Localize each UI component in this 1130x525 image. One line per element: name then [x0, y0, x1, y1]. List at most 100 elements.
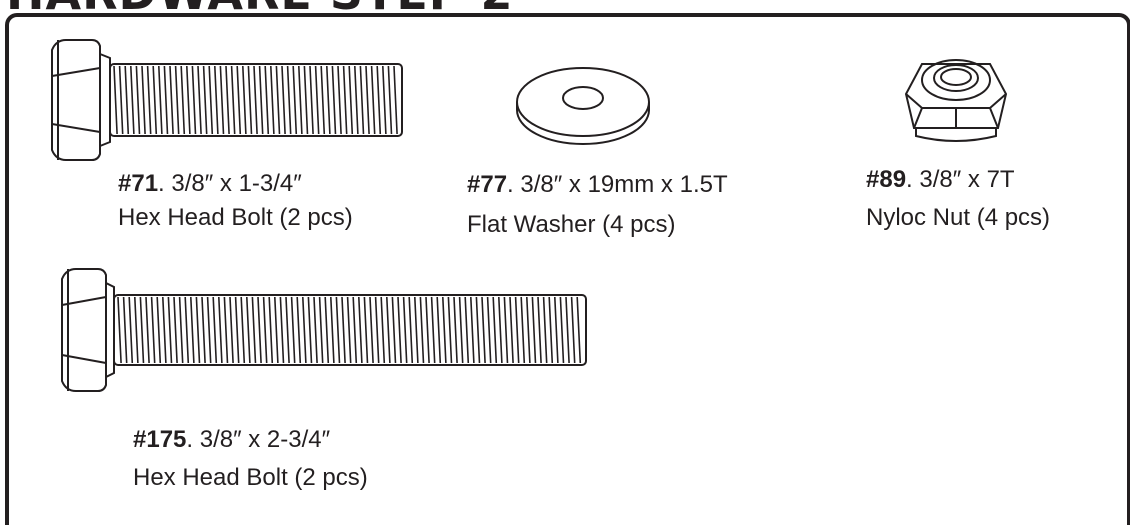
- thread-line: [163, 65, 169, 135]
- thread-line: [219, 65, 225, 135]
- thread-line: [268, 296, 274, 364]
- thread-line: [195, 296, 201, 364]
- thread-line: [208, 65, 214, 135]
- thread-line: [113, 65, 118, 135]
- thread-line: [173, 296, 178, 364]
- thread-line: [380, 296, 386, 364]
- thread-line: [134, 296, 139, 364]
- thread-line: [358, 296, 363, 364]
- thread-line: [414, 296, 419, 364]
- thread-line: [178, 296, 184, 364]
- thread-line: [206, 296, 212, 364]
- thread-line: [262, 296, 268, 364]
- thread-line: [247, 65, 253, 135]
- thread-line: [393, 65, 398, 135]
- thread-line: [391, 296, 397, 364]
- thread-line: [374, 296, 380, 364]
- thread-line: [352, 296, 358, 364]
- thread-line: [348, 65, 354, 135]
- flat-washer-icon: [516, 67, 650, 145]
- part-71-spec: #71. 3/8″ x 1-3/4″: [118, 167, 353, 201]
- thread-line: [302, 296, 307, 364]
- thread-line: [419, 296, 425, 364]
- thread-line: [326, 65, 331, 135]
- thread-line: [537, 296, 542, 364]
- thread-line: [503, 296, 509, 364]
- thread-line: [498, 296, 503, 364]
- hex-bolt-long-icon: [61, 268, 587, 392]
- thread-line: [520, 296, 526, 364]
- part-71-caption: #71. 3/8″ x 1-3/4″ Hex Head Bolt (2 pcs): [118, 167, 353, 235]
- thread-line: [370, 65, 376, 135]
- thread-line: [324, 296, 330, 364]
- page-title: HARDWARE STEP 2: [6, 0, 514, 16]
- part-89-caption: #89. 3/8″ x 7T Nyloc Nut (4 pcs): [866, 163, 1050, 235]
- thread-line: [509, 296, 514, 364]
- thread-line: [258, 65, 264, 135]
- part-89-spec: #89. 3/8″ x 7T: [866, 163, 1050, 197]
- thread-line: [436, 296, 442, 364]
- part-size: . 3/8″ x 19mm x 1.5T: [507, 171, 728, 198]
- thread-line: [146, 65, 152, 135]
- thread-line: [313, 296, 318, 364]
- thread-line: [118, 65, 124, 135]
- part-size: . 3/8″ x 2-3/4″: [186, 426, 331, 453]
- thread-line: [492, 296, 498, 364]
- thread-line: [225, 65, 230, 135]
- thread-line: [190, 296, 195, 364]
- thread-line: [292, 65, 298, 135]
- thread-line: [408, 296, 414, 364]
- thread-line: [240, 296, 246, 364]
- part-size: . 3/8″ x 7T: [906, 166, 1015, 193]
- thread-line: [141, 65, 146, 135]
- thread-line: [286, 65, 292, 135]
- thread-line: [369, 296, 374, 364]
- thread-line: [167, 296, 173, 364]
- thread-line: [117, 296, 122, 364]
- thread-line: [257, 296, 262, 364]
- thread-line: [130, 65, 135, 135]
- thread-line: [382, 65, 387, 135]
- thread-line: [296, 296, 302, 364]
- part-number: #71: [118, 170, 159, 197]
- thread-line: [559, 296, 565, 364]
- thread-line: [363, 296, 369, 364]
- thread-line: [526, 296, 531, 364]
- thread-line: [548, 296, 554, 364]
- thread-line: [150, 296, 156, 364]
- thread-line: [158, 65, 163, 135]
- thread-line: [458, 296, 464, 364]
- thread-line: [124, 65, 130, 135]
- part-name: Hex Head Bolt (2 pcs): [133, 464, 368, 491]
- thread-line: [330, 296, 335, 364]
- thread-line: [191, 65, 197, 135]
- part-77-spec: #77. 3/8″ x 19mm x 1.5T: [467, 168, 728, 202]
- thread-line: [346, 296, 352, 364]
- thread-line: [122, 296, 128, 364]
- thread-line: [442, 296, 447, 364]
- thread-line: [470, 296, 475, 364]
- thread-line: [152, 65, 158, 135]
- thread-line: [397, 296, 402, 364]
- thread-line: [337, 65, 342, 135]
- thread-line: [202, 65, 208, 135]
- thread-line: [279, 296, 285, 364]
- thread-line: [201, 296, 206, 364]
- thread-line: [475, 296, 481, 364]
- part-number: #89: [866, 166, 907, 193]
- part-175-spec: #175. 3/8″ x 2-3/4″: [133, 423, 368, 457]
- thread-line: [162, 296, 167, 364]
- thread-line: [303, 65, 309, 135]
- thread-line: [514, 296, 520, 364]
- thread-line: [386, 296, 391, 364]
- thread-line: [285, 296, 290, 364]
- thread-line: [376, 65, 382, 135]
- thread-line: [464, 296, 470, 364]
- thread-line: [486, 296, 492, 364]
- thread-line: [481, 296, 486, 364]
- part-175-caption: #175. 3/8″ x 2-3/4″ Hex Head Bolt (2 pcs…: [133, 423, 368, 495]
- part-77-caption: #77. 3/8″ x 19mm x 1.5T Flat Washer (4 p…: [467, 168, 728, 242]
- hex-bolt-short-icon: [51, 39, 403, 161]
- thread-line: [128, 296, 134, 364]
- thread-line: [387, 65, 393, 135]
